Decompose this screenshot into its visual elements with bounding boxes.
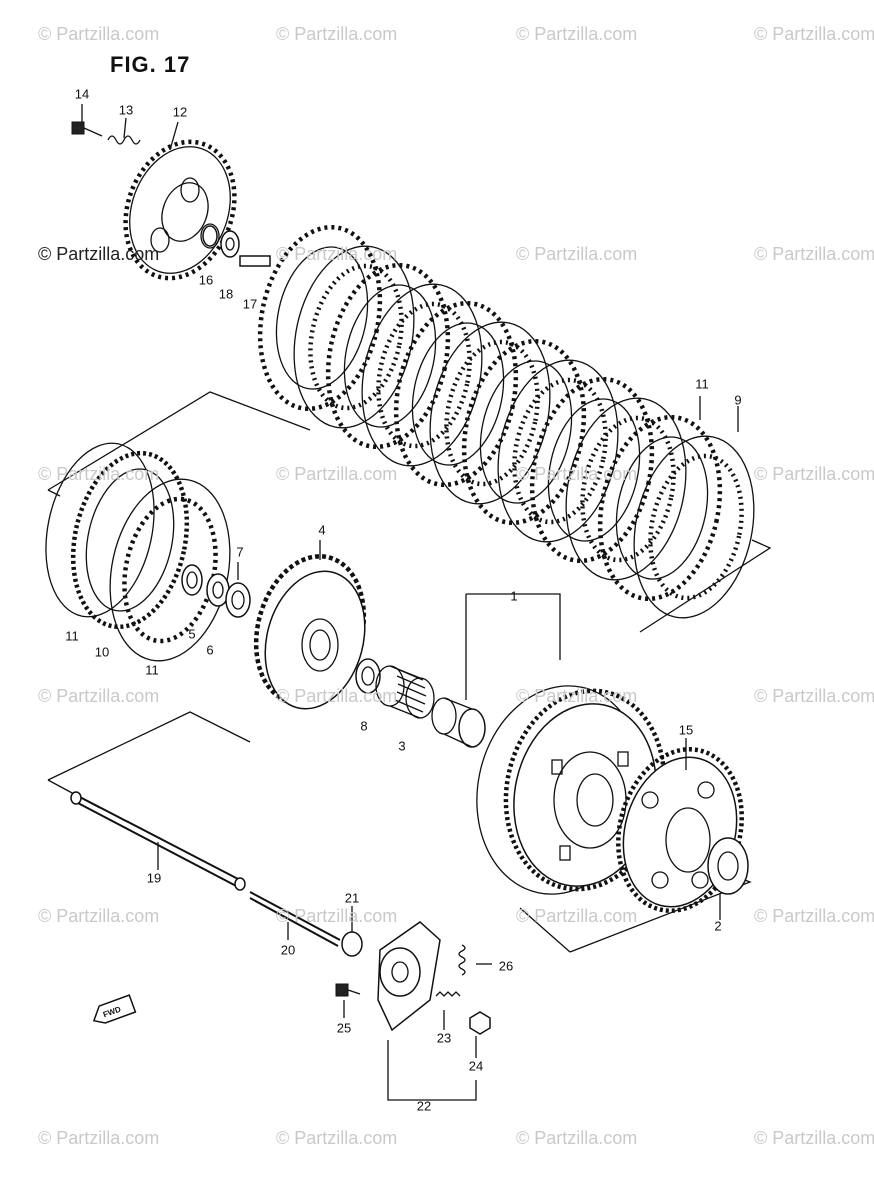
watermark-main: © Partzilla.com: [38, 244, 160, 264]
callout-2: 2: [714, 918, 722, 934]
watermark-tile: © Partzilla.com: [276, 1128, 398, 1148]
adjusting-screw: [435, 991, 461, 997]
callout-11: 11: [695, 376, 709, 392]
clutch-spring: [107, 135, 141, 145]
clutch-plate-inner: [411, 322, 505, 466]
clutch-release: [377, 921, 441, 1032]
watermark-tile: © Partzilla.com: [38, 24, 160, 44]
watermark-tile: © Partzilla.com: [516, 686, 638, 706]
callout-23: 23: [436, 1030, 452, 1046]
clutch-plate: [597, 414, 723, 602]
lock-nut: [469, 1011, 491, 1035]
clutch-plate-inner: [275, 246, 369, 390]
watermark-tile: © Partzilla.com: [38, 686, 160, 706]
clutch-plate-inner: [343, 284, 437, 428]
clutch-plate-inner: [376, 301, 472, 449]
pressure-bolt: [71, 121, 103, 137]
callout-24: 24: [468, 1058, 484, 1074]
washers: [181, 564, 251, 618]
callout-20: 20: [280, 942, 296, 958]
spacer: [431, 697, 486, 748]
callout-3: 3: [398, 738, 406, 754]
screw-25: [335, 983, 361, 997]
leader-lines: [81, 104, 739, 1058]
release-bracket: [387, 1040, 477, 1101]
callout-1: 1: [510, 588, 518, 604]
release-bearing: [202, 225, 240, 258]
fwd-arrow-icon: [92, 994, 137, 1024]
callout-12: 12: [172, 104, 188, 120]
clutch-plate-inner: [512, 377, 608, 525]
thrust-washer-2: [707, 837, 749, 895]
callout-11: 11: [65, 628, 79, 644]
callout-4: 4: [318, 522, 326, 538]
sleeve-hub: [253, 554, 367, 710]
watermark-tile: © Partzilla.com: [516, 1128, 638, 1148]
clutch-plate-inner: [479, 360, 573, 504]
callout-6: 6: [206, 642, 214, 658]
clutch-plate: [565, 397, 687, 581]
watermark-tile: © Partzilla.com: [38, 464, 160, 484]
watermark-tile: © Partzilla.com: [276, 464, 398, 484]
watermark-tile: © Partzilla.com: [754, 686, 874, 706]
watermark-tile: © Partzilla.com: [516, 906, 638, 926]
callout-18: 18: [218, 286, 234, 302]
callout-11: 11: [145, 662, 159, 678]
push-rod-short: [249, 891, 341, 947]
watermark-tile: © Partzilla.com: [276, 24, 398, 44]
clutch-plate-inner: [648, 453, 744, 601]
watermark-tile: © Partzilla.com: [516, 24, 638, 44]
callout-16: 16: [198, 272, 214, 288]
callout-17: 17: [242, 296, 258, 312]
callout-5: 5: [188, 626, 196, 642]
callout-9: 9: [734, 392, 742, 408]
callout-8: 8: [360, 718, 368, 734]
thrust-washer: [355, 658, 381, 694]
clutch-plate-inner: [547, 398, 641, 542]
clutch-plate: [633, 435, 755, 619]
watermark-tile: © Partzilla.com: [754, 906, 874, 926]
watermark-tile: © Partzilla.com: [754, 24, 874, 44]
callout-15: 15: [678, 722, 694, 738]
callout-7: 7: [236, 544, 244, 560]
clutch-plate-inner: [580, 415, 676, 563]
callout-21: 21: [344, 890, 360, 906]
watermark-tile: © Partzilla.com: [516, 464, 638, 484]
watermark-tile: © Partzilla.com: [276, 686, 398, 706]
clutch-plate-inner: [308, 263, 404, 411]
watermark-tile: © Partzilla.com: [276, 906, 398, 926]
callout-14: 14: [74, 86, 90, 102]
watermark-tile: © Partzilla.com: [516, 244, 638, 264]
watermark-tile: © Partzilla.com: [754, 464, 874, 484]
watermark-tile: © Partzilla.com: [38, 906, 160, 926]
pressure-plate: [123, 139, 237, 281]
watermark-tile: © Partzilla.com: [38, 1128, 160, 1148]
callout-19: 19: [146, 870, 162, 886]
clutch-plate-inner: [615, 436, 709, 580]
assembly-outline: [47, 391, 772, 953]
figure-title: FIG. 17: [110, 52, 191, 77]
watermark-tile: © Partzilla.com: [754, 1128, 874, 1148]
callout-25: 25: [336, 1020, 352, 1036]
callout-13: 13: [118, 102, 134, 118]
callout-26: 26: [498, 958, 514, 974]
watermark-tile: © Partzilla.com: [276, 244, 398, 264]
callout-22: 22: [416, 1098, 432, 1114]
needle-bearing: [375, 665, 435, 719]
clutch-plate-stack: [257, 224, 755, 619]
watermark-tile: © Partzilla.com: [754, 244, 874, 264]
release-washer: [341, 931, 363, 957]
push-piece: [239, 255, 271, 267]
callout-10: 10: [94, 644, 110, 660]
return-spring: [458, 944, 466, 976]
